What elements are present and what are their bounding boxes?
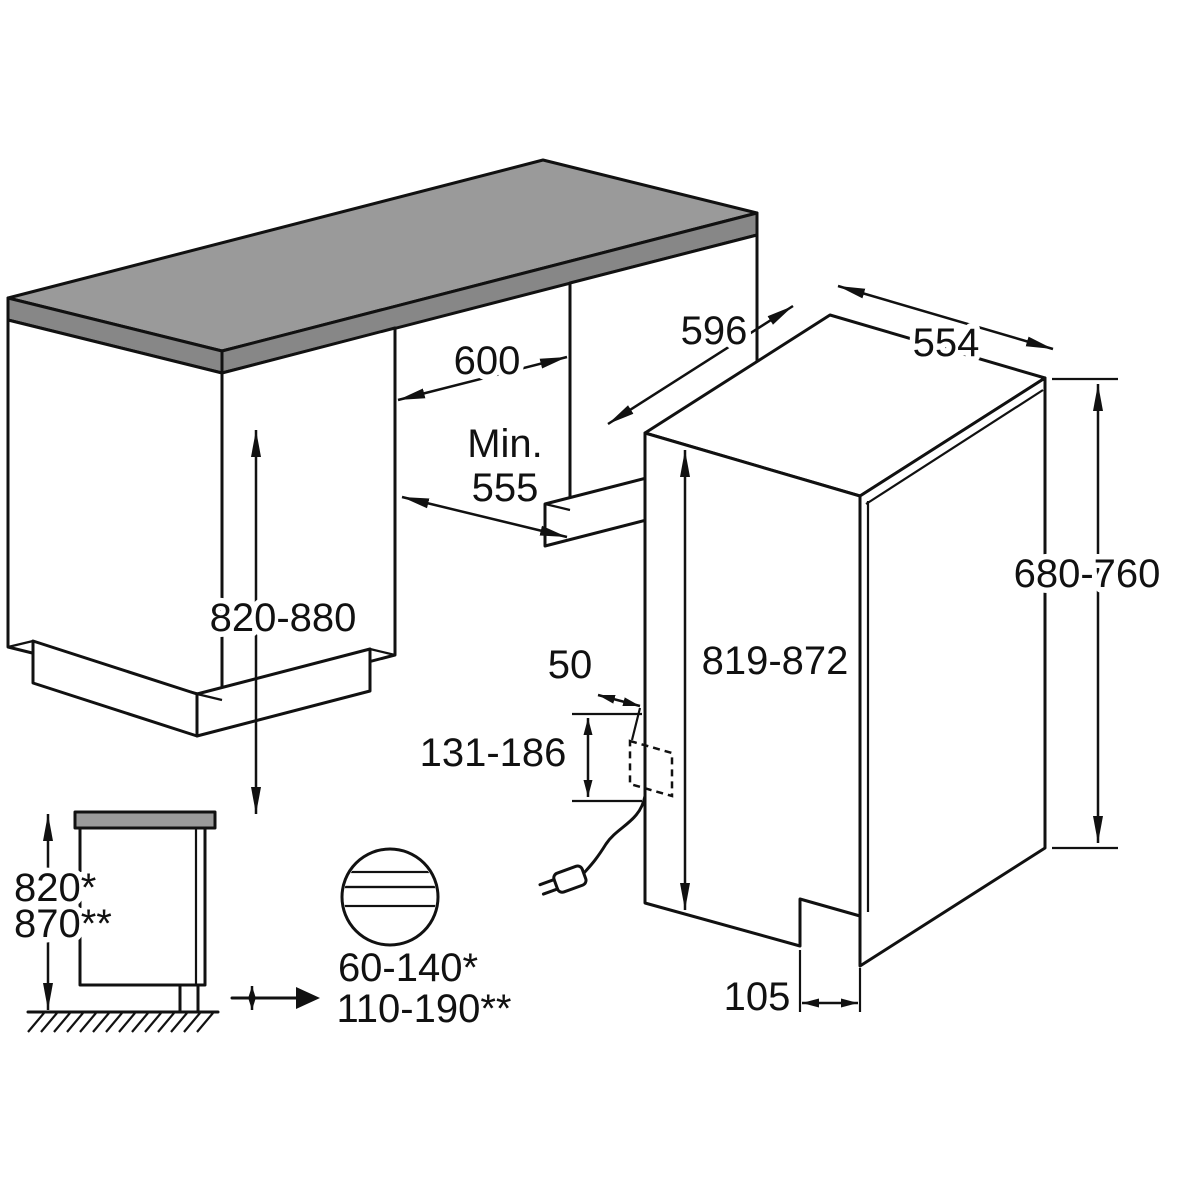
- dim-line: [397, 355, 568, 402]
- dishwasher-door-face: [858, 376, 1047, 968]
- plug-prong: [541, 887, 560, 896]
- detail-pointer-arrow: [230, 987, 320, 1009]
- door-height-label: 680-760: [1014, 552, 1161, 596]
- left-cabinet: [6, 318, 397, 738]
- dim-cord-outlet-height: 131-186: [414, 712, 642, 803]
- power-cord: [582, 794, 647, 875]
- dim-line: [401, 495, 568, 539]
- terminal-box: [628, 739, 674, 798]
- left-cabinet-plinth-front: [195, 647, 372, 738]
- dim-toe-kick: 105: [718, 950, 862, 1025]
- niche-width-label: 600: [454, 339, 521, 383]
- power-plug-icon: [538, 864, 588, 896]
- door-top-edge-line: [865, 389, 1044, 505]
- detail-plinth-band: [344, 885, 436, 908]
- side-height-standard-label: 820*: [14, 866, 96, 910]
- detail-circle: [340, 847, 440, 947]
- plinth-range-standard-label: 60-140*: [338, 946, 478, 990]
- side-height-alt-label: 870**: [14, 902, 112, 946]
- counter-height-label: 820-880: [210, 596, 357, 640]
- niche-depth-label-line2: 555: [472, 466, 539, 510]
- side-view-foot: [178, 983, 200, 1014]
- dim-dishwasher-height: 819-872: [680, 450, 854, 910]
- dim-cord-offset: 50: [542, 638, 642, 741]
- dim-line: [597, 693, 641, 708]
- dim-side-view-height: 820* 870**: [9, 814, 117, 1010]
- dishwasher-width-label: 596: [681, 309, 748, 353]
- dim-niche-depth: Min. 555: [401, 417, 568, 539]
- cabinet-side-view: 820* 870**: [9, 810, 320, 1033]
- plinth-corner-line: [7, 639, 34, 649]
- cord-outlet-height-label: 131-186: [420, 731, 567, 775]
- side-view-panel: [78, 826, 207, 987]
- niche-depth-label-line1: Min.: [467, 422, 543, 466]
- plug-body: [552, 864, 588, 894]
- dishwasher-height-label: 819-872: [702, 639, 849, 683]
- plinth-detail: 60-140* 110-190**: [331, 847, 517, 1037]
- dim-niche-width: 600: [397, 334, 568, 402]
- dim-dishwasher-depth: 554: [837, 284, 1054, 371]
- worktop: [6, 158, 759, 375]
- dishwasher-depth-label: 554: [913, 321, 980, 365]
- dim-door-height: 680-760: [1008, 377, 1166, 850]
- plinth-corner-line: [369, 647, 396, 657]
- plinth-range-alt-label: 110-190**: [337, 987, 512, 1031]
- dim-line: [607, 304, 794, 426]
- side-view-worktop: [73, 810, 217, 830]
- plug-prong: [538, 878, 556, 887]
- toe-kick-label: 105: [724, 975, 791, 1019]
- dishwasher-front-face: [643, 431, 862, 948]
- plinth-corner-line: [196, 692, 223, 702]
- pointer-head: [296, 987, 320, 1009]
- left-cabinet-front-panel: [220, 326, 397, 702]
- extension-line: [630, 707, 642, 741]
- dishwasher: [538, 313, 1047, 968]
- cord-offset-label: 50: [548, 643, 593, 687]
- detail-circle-content: [344, 870, 436, 908]
- dim-counter-height: 820-880: [204, 430, 362, 814]
- dim-dishwasher-width: 596: [607, 304, 794, 426]
- floor-hatching: [27, 1012, 214, 1033]
- dim-line: [837, 284, 1054, 351]
